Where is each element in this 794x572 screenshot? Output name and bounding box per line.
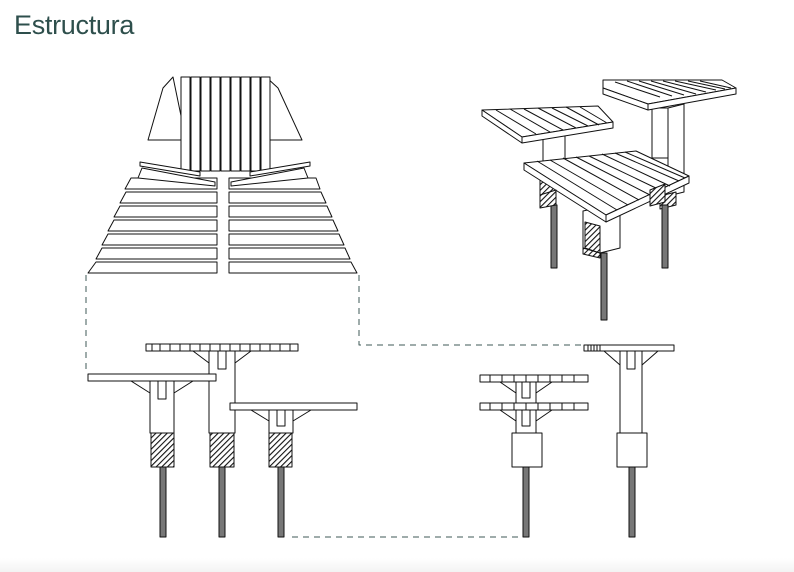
page-title: Estructura [14,10,135,40]
plan-view [87,76,358,274]
side-tall-module [583,344,675,538]
front-elevation [87,343,358,538]
plan-top-module [139,76,311,177]
bottom-edge [0,558,794,572]
dashed-connectors [85,275,585,538]
side-double-shelf-module [479,374,589,538]
side-elevation [479,344,675,538]
plan-left-module [87,167,218,274]
axonometric-view [481,79,737,321]
plan-right-module [228,167,358,274]
axo-front-module [523,150,690,321]
elevation-tall-module [145,343,299,538]
elevation-right-module [229,402,358,538]
elevation-left-module [87,373,217,538]
